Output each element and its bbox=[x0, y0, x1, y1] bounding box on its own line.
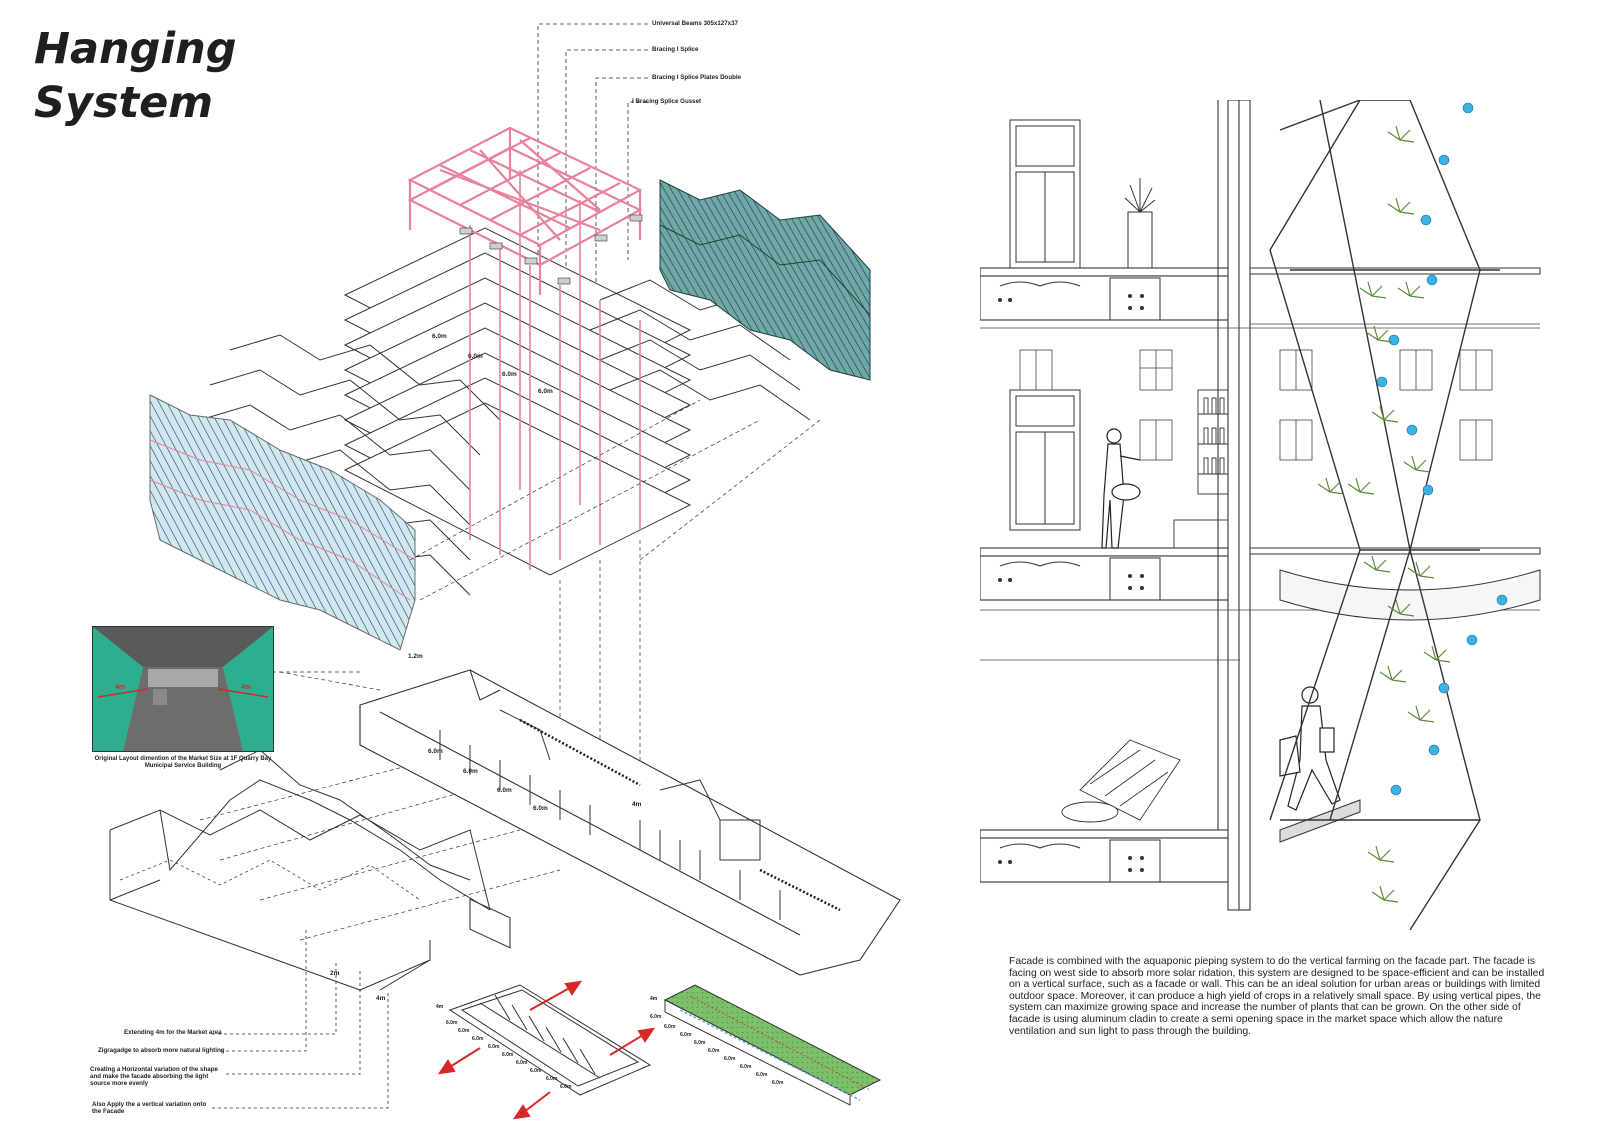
plan-right-dim-5: 6.0m bbox=[708, 1048, 720, 1054]
right-facade-cladding bbox=[659, 179, 871, 381]
vertical-farm-truss bbox=[1269, 100, 1500, 930]
balcony-windows bbox=[1009, 119, 1081, 531]
plan-right-dim-8: 6.0m bbox=[756, 1072, 768, 1078]
photo-caption: Original Layout dimention of the Market … bbox=[94, 756, 272, 769]
floor-slabs bbox=[343, 227, 692, 576]
plan-left-dim-1: 6.0m bbox=[446, 1020, 458, 1026]
plan-right-dim-7: 6.0m bbox=[740, 1064, 752, 1070]
callout-zigzag-light: Zigragadge to absorb more natural lighti… bbox=[98, 1047, 225, 1054]
callout-splice-gusset: I Bracing Splice Gusset bbox=[632, 98, 702, 105]
exploded-axonometric: 6.0m 6.0m 6.0m 6.0m 1.2m 6.0m 6.0m 6.0m … bbox=[109, 23, 901, 1120]
slab-dim-1: 6.0m bbox=[432, 333, 447, 340]
module-height-dim: 1.2m bbox=[408, 653, 423, 660]
callout-bracing-splice: Bracing I Splice bbox=[652, 46, 699, 53]
left-facade-cladding bbox=[149, 394, 416, 651]
photo-label-left: 4m bbox=[115, 684, 125, 691]
plan-left-dim-2: 6.0m bbox=[458, 1028, 470, 1034]
plan-left-dim-3: 6.0m bbox=[472, 1036, 484, 1042]
zigzag-wireframe-dashes bbox=[119, 859, 421, 901]
market-dim-4: 6.0m bbox=[533, 805, 548, 812]
left-callout-leaders bbox=[212, 930, 389, 1109]
title-line-1: Hanging bbox=[34, 24, 237, 74]
zigzag-dim-2: 4m bbox=[376, 995, 386, 1002]
produce-stall bbox=[1061, 739, 1181, 823]
central-column bbox=[1217, 100, 1251, 911]
plan-right-dim-4: 6.0m bbox=[694, 1040, 706, 1046]
market-dim-1: 6.0m bbox=[428, 748, 443, 755]
market-dark-railing bbox=[519, 718, 841, 912]
callout-extend-market: Extending 4m for the Market area bbox=[124, 1029, 222, 1036]
plan-left-dim-9: 6.0m bbox=[560, 1084, 572, 1090]
plan-right-dim-1: 6.0m bbox=[650, 1014, 662, 1020]
hanging-rods bbox=[469, 170, 641, 570]
plan-left-dim-0: 4m bbox=[436, 1004, 444, 1010]
slab-dim-3: 6.0m bbox=[502, 371, 517, 378]
slab-beam-outlines bbox=[999, 277, 1161, 883]
market-ext-dim: 4m bbox=[632, 801, 642, 808]
slab-dimension-labels: 6.0m 6.0m 6.0m 6.0m 1.2m 6.0m 6.0m 6.0m … bbox=[330, 333, 642, 1002]
slab-dim-4: 6.0m bbox=[538, 388, 553, 395]
person-shopper bbox=[1101, 428, 1141, 549]
callout-universal-beams: Universal Beams 305x127x37 bbox=[652, 20, 739, 27]
plan-right-dim-9: 6.0m bbox=[772, 1080, 784, 1086]
callout-horizontal-variation: Creating a Horizontal variation of the s… bbox=[90, 1066, 218, 1087]
market-photo-image: 4m 4m bbox=[93, 627, 273, 751]
slab-rebar bbox=[998, 294, 1144, 872]
person-walking bbox=[1279, 686, 1341, 811]
plan-left-dim-5: 6.0m bbox=[502, 1052, 514, 1058]
steel-frame bbox=[407, 126, 643, 295]
slab-dim-2: 6.0m bbox=[468, 353, 483, 360]
market-dim-3: 6.0m bbox=[497, 787, 512, 794]
plan-left-dim-8: 6.0m bbox=[546, 1076, 558, 1082]
title-line-2: System bbox=[34, 78, 214, 128]
zigzag-wireframe bbox=[109, 749, 491, 991]
market-dim-2: 6.0m bbox=[463, 768, 478, 775]
alignment-dashes bbox=[199, 399, 821, 941]
market-partitions bbox=[439, 709, 781, 920]
plan-right-dim-2: 6.0m bbox=[664, 1024, 676, 1030]
frame-connectors bbox=[459, 214, 643, 285]
design-description: Facade is combined with the aquaponic pi… bbox=[1009, 956, 1545, 1037]
callout-vertical-variation: Also Apply the a vertical variation onto… bbox=[92, 1101, 207, 1115]
expansion-arrows bbox=[437, 980, 656, 1120]
walkway-decks bbox=[1249, 267, 1541, 843]
hydroponic-plants bbox=[1317, 102, 1508, 903]
photo-label-right: 4m bbox=[241, 684, 251, 691]
mini-plan-green-roof bbox=[663, 984, 882, 1106]
mini-plan-right-labels: 4m 6.0m 6.0m 6.0m 6.0m 6.0m 6.0m 6.0m 6.… bbox=[650, 996, 784, 1086]
mini-plan-left-labels: 4m 6.0m 6.0m 6.0m 6.0m 6.0m 6.0m 6.0m 6.… bbox=[436, 1004, 572, 1090]
plan-left-dim-7: 6.0m bbox=[530, 1068, 542, 1074]
plan-left-dim-4: 6.0m bbox=[488, 1044, 500, 1050]
vertical-farming-section bbox=[980, 100, 1541, 930]
balcony-plant bbox=[1124, 178, 1156, 269]
bottle-shelf bbox=[1173, 389, 1229, 549]
market-photo: 4m 4m bbox=[92, 626, 274, 752]
poster-title: Hanging System bbox=[34, 22, 237, 130]
plan-right-dim-6: 6.0m bbox=[724, 1056, 736, 1062]
plan-left-dim-6: 6.0m bbox=[516, 1060, 528, 1066]
plan-right-dim-0: 4m bbox=[650, 996, 658, 1002]
market-floor-plan bbox=[359, 669, 901, 976]
mini-plan-structure bbox=[448, 984, 652, 1096]
callout-splice-plates: Bracing I Splice Plates Double bbox=[652, 74, 742, 81]
plan-right-dim-3: 6.0m bbox=[680, 1032, 692, 1038]
zigzag-dim-1: 2m bbox=[330, 970, 340, 977]
